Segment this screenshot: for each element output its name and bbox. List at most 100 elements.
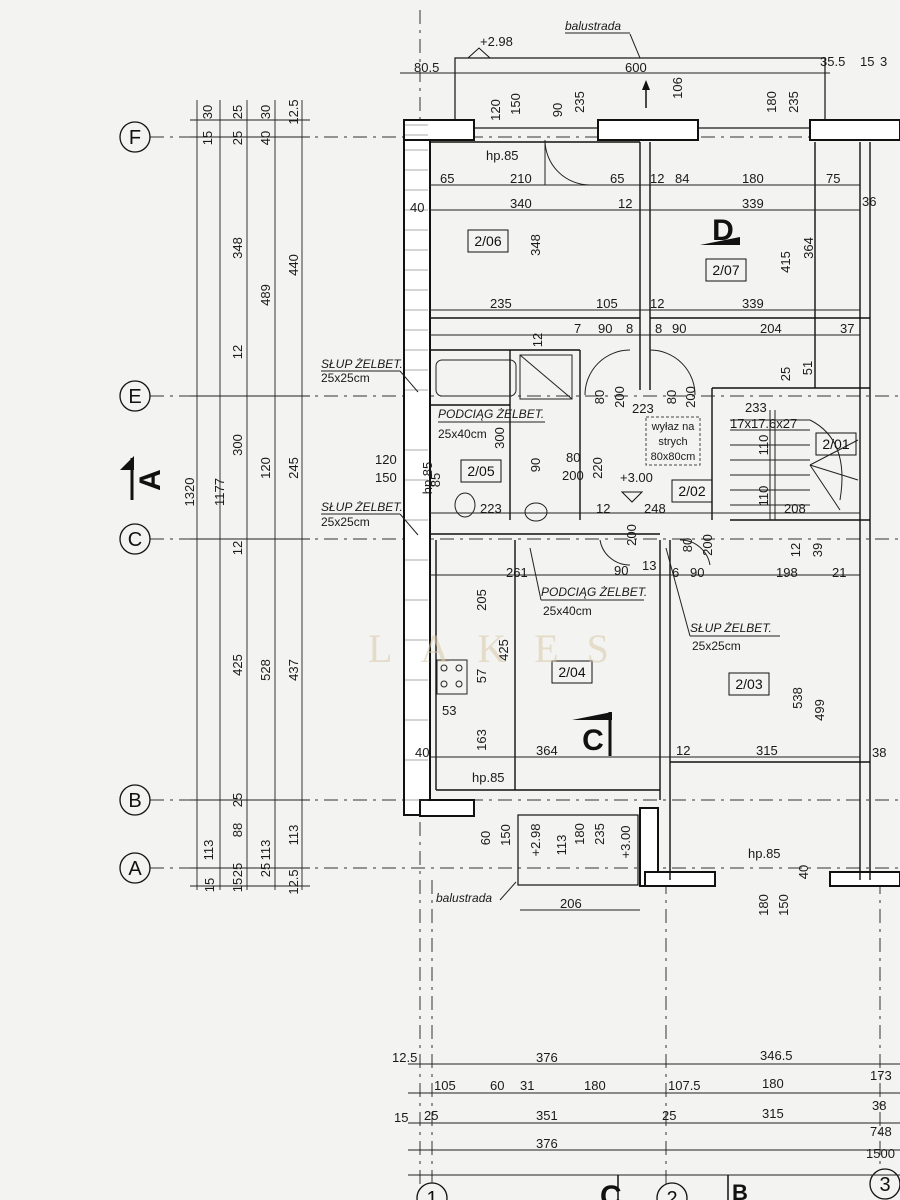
svg-text:261: 261 (506, 565, 528, 580)
svg-text:25: 25 (230, 131, 245, 145)
svg-text:25x40cm: 25x40cm (438, 427, 487, 441)
annotations: SŁUP ŻELBET. 25x25cm SŁUP ŻELBET. 25x25c… (321, 148, 797, 905)
room-tag-2-03: 2/03 (728, 672, 770, 696)
axis-bubble-f: F (119, 121, 151, 153)
svg-text:200: 200 (683, 386, 698, 408)
bottom-balcony: 206 (517, 814, 640, 911)
svg-text:38: 38 (872, 745, 886, 760)
svg-text:A: A (134, 469, 167, 491)
svg-text:120: 120 (258, 457, 273, 479)
svg-text:25x40cm: 25x40cm (543, 604, 592, 618)
svg-text:1: 1 (426, 1188, 437, 1200)
svg-text:+3.00: +3.00 (620, 470, 653, 485)
section-marker-c-bottom: C (600, 1175, 622, 1200)
svg-text:B: B (732, 1180, 748, 1200)
svg-text:90: 90 (614, 563, 628, 578)
svg-text:248: 248 (644, 501, 666, 516)
svg-text:376: 376 (536, 1050, 558, 1065)
svg-text:25: 25 (424, 1108, 438, 1123)
svg-text:PODCIĄG ŻELBET.: PODCIĄG ŻELBET. (541, 585, 647, 599)
watermark: LAKES (368, 626, 637, 671)
svg-text:12: 12 (230, 345, 245, 359)
svg-text:440: 440 (286, 254, 301, 276)
svg-text:B: B (128, 790, 141, 812)
svg-text:25: 25 (230, 793, 245, 807)
svg-text:C: C (582, 724, 604, 757)
svg-text:25: 25 (778, 367, 793, 381)
svg-text:hp.85: hp.85 (420, 462, 435, 495)
section-marker-b-bottom: B (727, 1175, 748, 1200)
svg-text:8: 8 (655, 321, 662, 336)
svg-text:2/04: 2/04 (558, 664, 585, 680)
svg-text:489: 489 (258, 284, 273, 306)
svg-text:strych: strych (658, 436, 687, 448)
svg-text:425: 425 (230, 654, 245, 676)
svg-text:223: 223 (632, 401, 654, 416)
svg-text:364: 364 (801, 237, 816, 259)
svg-text:300: 300 (492, 427, 507, 449)
svg-text:2/02: 2/02 (678, 483, 705, 499)
svg-text:+2.98: +2.98 (528, 824, 543, 857)
svg-text:113: 113 (286, 825, 301, 846)
room-tag-2-01: 2/01 (815, 432, 857, 456)
svg-text:+2.98: +2.98 (480, 34, 513, 49)
svg-text:36: 36 (862, 194, 876, 209)
axis-bubble-a: A (119, 852, 151, 884)
svg-text:364: 364 (536, 743, 558, 758)
svg-text:25: 25 (230, 863, 245, 877)
svg-text:88: 88 (230, 823, 245, 837)
bottom-dimension-chains: 12.5 376 346.5 105 60 31 180 107.5 180 1… (392, 1048, 900, 1176)
svg-text:415: 415 (778, 251, 793, 273)
svg-text:6: 6 (672, 565, 679, 580)
svg-text:180: 180 (756, 894, 771, 916)
svg-text:180: 180 (762, 1076, 784, 1091)
svg-text:balustrada: balustrada (565, 19, 621, 33)
svg-text:180: 180 (764, 91, 779, 113)
svg-text:hp.85: hp.85 (472, 770, 505, 785)
svg-text:80: 80 (680, 538, 695, 552)
svg-text:SŁUP ŻELBET.: SŁUP ŻELBET. (321, 500, 403, 514)
svg-text:233: 233 (745, 400, 767, 415)
svg-text:105: 105 (434, 1078, 456, 1093)
section-marker-a: A (120, 456, 167, 500)
axis-bubble-3: 3 (869, 1168, 900, 1200)
left-dimension-chains: 30 348 12 300 12 425 25 113 15 15 25 117… (182, 99, 310, 895)
svg-text:200: 200 (612, 386, 627, 408)
svg-text:113: 113 (554, 835, 569, 856)
svg-text:150: 150 (498, 824, 513, 846)
svg-text:80: 80 (566, 450, 580, 465)
svg-text:80: 80 (592, 390, 607, 404)
svg-text:235: 235 (592, 823, 607, 845)
svg-text:220: 220 (590, 457, 605, 479)
svg-text:235: 235 (572, 91, 587, 113)
svg-text:25: 25 (258, 863, 273, 877)
svg-text:75: 75 (826, 171, 840, 186)
svg-text:E: E (128, 386, 141, 408)
svg-text:120: 120 (488, 99, 503, 121)
svg-text:204: 204 (760, 321, 782, 336)
svg-text:80.5: 80.5 (414, 60, 439, 75)
svg-text:2/03: 2/03 (735, 676, 762, 692)
svg-text:339: 339 (742, 196, 764, 211)
svg-text:40: 40 (258, 131, 273, 145)
svg-text:106: 106 (670, 77, 685, 99)
svg-text:150: 150 (375, 470, 397, 485)
svg-text:200: 200 (624, 524, 639, 546)
section-marker-c-plan: C (572, 712, 612, 757)
svg-text:180: 180 (742, 171, 764, 186)
svg-text:163: 163 (474, 729, 489, 751)
svg-text:+3.00: +3.00 (618, 826, 633, 859)
exterior-walls (403, 119, 900, 887)
svg-text:90: 90 (690, 565, 704, 580)
svg-text:2/07: 2/07 (712, 262, 739, 278)
svg-text:51: 51 (800, 361, 815, 375)
svg-text:SŁUP ŻELBET.: SŁUP ŻELBET. (321, 357, 403, 371)
interior-walls (430, 141, 871, 880)
svg-text:wyłaz na: wyłaz na (651, 421, 696, 433)
axis-bubble-1: 1 (416, 1182, 448, 1200)
svg-text:173: 173 (870, 1068, 892, 1083)
svg-text:300: 300 (230, 434, 245, 456)
svg-text:C: C (600, 1180, 622, 1200)
svg-text:180: 180 (572, 823, 587, 845)
